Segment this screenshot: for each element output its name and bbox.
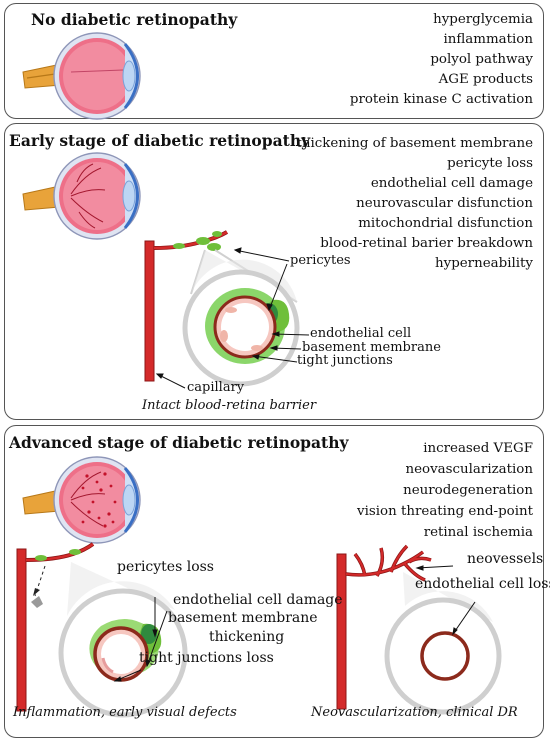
factor-item: endothelial cell damage [370,176,533,191]
factor-item: AGE products [438,72,533,87]
factor-item: hyperglycemia [433,12,533,27]
factor-list: hyperglycemia inflammation polyol pathwa… [350,10,533,110]
factor-list: increased VEGF neovascularization neurod… [357,438,533,543]
label-leaders [113,565,476,682]
caption-early-visual-defects: Inflammation, early visual defects [13,705,237,720]
factor-item: thickening of basement membrane [296,136,533,151]
label-basement-membrane: basement membrane [302,340,441,355]
capillary-vessel [144,230,229,382]
factor-item: inflammation [443,32,533,47]
label-endothelial-cell-loss: endothelial cell loss [415,576,550,592]
factor-item: neurovascular disfunction [356,196,533,211]
caption-clinical-dr: Neovascularization, clinical DR [311,705,518,720]
label-thickening: thickening [209,629,285,645]
factor-item: blood-retinal barier breakdown [320,236,533,251]
panel-early-dr: Early stage of diabetic retinopathy thic… [4,123,544,420]
capillary-cross-section-icon [384,597,502,715]
label-endothelial-cell-damage: endothelial cell damage [173,592,343,608]
panel-advanced-dr: Advanced stage of diabetic retinopathy i… [4,425,550,738]
label-capillary: capillary [187,380,245,395]
factor-item: neurodegeneration [403,483,533,498]
factor-list: thickening of basement membrane pericyte… [296,134,533,274]
capillary-cross-section-icon [58,588,188,718]
factor-item: hyperneability [435,256,533,271]
label-pericytes-loss: pericytes loss [117,559,214,575]
panel-title: Advanced stage of diabetic retinopathy [9,433,349,452]
early-dr-illustration [22,152,310,389]
capillary-cross-section-icon [182,269,300,387]
factor-item: protein kinase C activation [349,92,533,107]
factor-item: pericyte loss [447,156,533,171]
eye-advanced-dr-icon [22,456,141,544]
panel-no-dr: No diabetic retinopathy hyperglycemia in… [4,3,544,120]
label-leaders [155,247,310,389]
capillary-vessel [16,542,95,712]
panel-title: No diabetic retinopathy [31,10,238,29]
factor-item: neovascularization [405,462,534,477]
factor-item: retinal ischemia [423,525,533,540]
eye-healthy-icon [22,32,141,120]
label-basement-membrane: basement membrane [168,610,318,626]
pericyte-detached-icon [31,596,43,608]
eye-early-dr-icon [22,152,141,240]
factor-item: increased VEGF [423,441,533,456]
caption-intact-barrier: Intact blood-retina barrier [142,398,317,413]
label-neovessels: neovessels [467,551,544,567]
label-endothelial-cell: endothelial cell [310,326,412,341]
panel-title: Early stage of diabetic retinopathy [9,131,311,150]
advanced-dr-illustration [16,456,502,718]
neovessel-capillary [336,544,432,710]
factor-item: vision threating end-point [357,504,533,519]
factor-item: mitochondrial disfunction [358,216,533,231]
label-tight-junctions: tight junctions [297,353,393,368]
factor-item: polyol pathway [430,52,533,67]
label-tight-junctions-loss: tight junctions loss [139,650,274,666]
label-pericytes: pericytes [290,253,351,268]
